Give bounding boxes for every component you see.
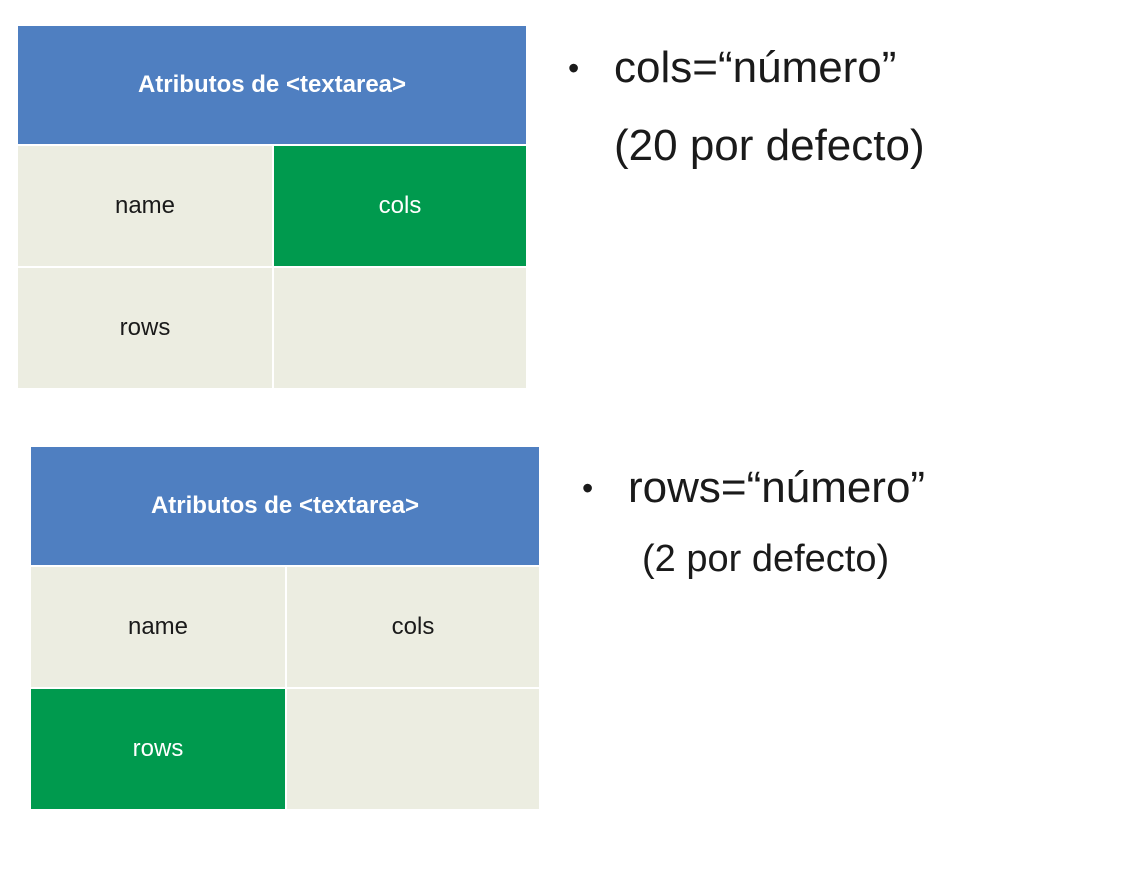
cell-cols: cols [285,567,539,687]
table-row: name cols [31,567,539,687]
cell-empty [285,689,539,809]
cell-rows-highlighted: rows [31,689,285,809]
cell-empty [272,268,526,388]
attributes-table-rows: Atributos de <textarea> name cols rows [31,447,539,809]
table-header: Atributos de <textarea> [31,447,539,567]
table-row: rows [31,687,539,809]
cell-rows: rows [18,268,272,388]
bullet-dot: • [582,470,594,506]
table-row: rows [18,266,526,388]
cell-name: name [31,567,285,687]
bullet-main-text: rows=“número” [628,463,926,512]
bullet-sub-text: (2 por defecto) [642,538,890,580]
cell-cols-highlighted: cols [272,146,526,266]
attributes-table-cols: Atributos de <textarea> name cols rows [18,26,526,388]
cell-name: name [18,146,272,266]
bullet-main-text: cols=“número” [614,43,897,92]
table-row: name cols [18,146,526,266]
bullet-sub-text: (20 por defecto) [614,121,925,170]
table-header: Atributos de <textarea> [18,26,526,146]
bullet-dot: • [568,50,580,86]
